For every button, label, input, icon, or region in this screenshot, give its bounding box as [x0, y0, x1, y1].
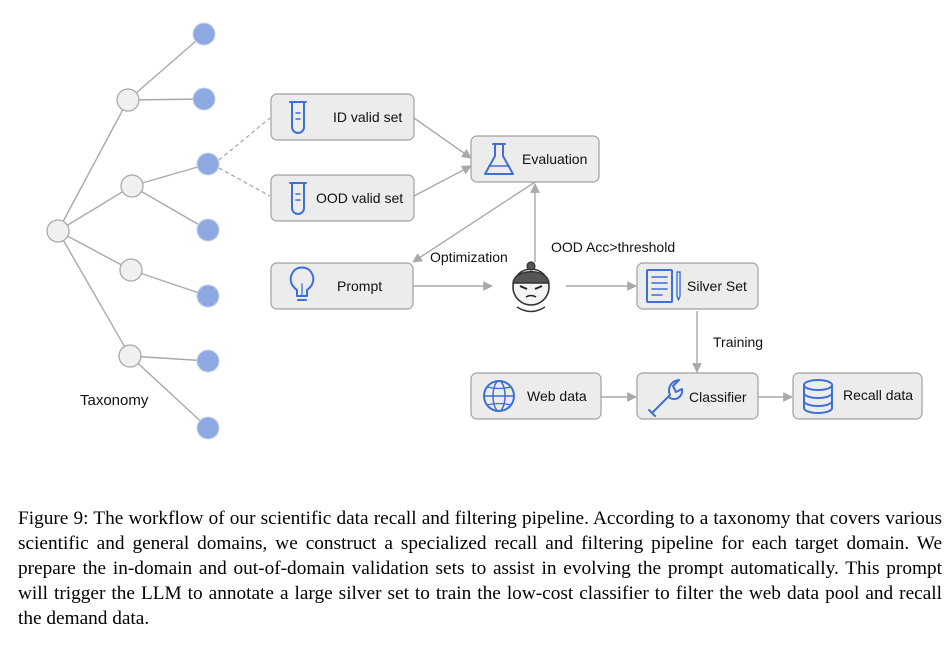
figure-caption: Figure 9: The workflow of our scientific… — [18, 508, 942, 629]
web-data-label: Web data — [527, 388, 587, 404]
dashed-link-ood — [218, 167, 271, 197]
taxonomy-tree: Taxonomy — [46, 22, 220, 440]
wrench-icon — [648, 379, 684, 417]
id-valid-set-label: ID valid set — [333, 109, 402, 125]
classifier-label: Classifier — [689, 389, 747, 405]
document-icon — [646, 269, 681, 303]
id-valid-set-node: ID valid set — [270, 93, 415, 141]
evaluation-label: Evaluation — [522, 151, 587, 167]
lightbulb-icon — [289, 266, 315, 301]
taxonomy-label: Taxonomy — [80, 392, 149, 409]
globe-icon — [483, 380, 515, 412]
training-label: Training — [713, 334, 763, 350]
evaluation-node: Evaluation — [470, 135, 600, 183]
prompt-node: Prompt — [270, 262, 414, 310]
taxonomy-branch-node — [116, 88, 140, 112]
test-tube-icon — [289, 182, 307, 215]
recall-data-node: Recall data — [792, 372, 923, 420]
optimization-label: Optimization — [430, 249, 508, 265]
silver-set-node: Silver Set — [636, 262, 759, 310]
taxonomy-root-node — [46, 219, 70, 243]
silver-set-label: Silver Set — [687, 278, 747, 294]
taxonomy-leaf-node — [196, 349, 220, 373]
taxonomy-branch-node — [118, 344, 142, 368]
classifier-node: Classifier — [636, 372, 759, 420]
llm-agent-face-icon — [512, 261, 550, 313]
flask-icon — [484, 143, 514, 175]
taxonomy-branch-node — [119, 258, 143, 282]
flow-arrows — [412, 117, 793, 402]
taxonomy-leaf-node — [196, 218, 220, 242]
dashed-link-id — [218, 117, 271, 161]
taxonomy-leaf-node — [192, 22, 216, 46]
prompt-label: Prompt — [337, 278, 382, 294]
recall-data-label: Recall data — [843, 387, 913, 403]
ood-valid-set-label: OOD valid set — [316, 190, 403, 206]
database-icon — [803, 379, 833, 414]
taxonomy-leaf-node — [196, 416, 220, 440]
web-data-node: Web data — [470, 372, 602, 420]
workflow-diagram: Taxonomy Optimization OOD Acc>threshold … — [46, 22, 923, 440]
taxonomy-leaf-node — [196, 284, 220, 308]
taxonomy-branch-node — [120, 174, 144, 198]
taxonomy-leaf-node — [192, 87, 216, 111]
ood-valid-set-node: OOD valid set — [270, 174, 415, 222]
test-tube-icon — [289, 101, 307, 134]
ood-threshold-label: OOD Acc>threshold — [551, 239, 675, 255]
taxonomy-leaf-node — [196, 152, 220, 176]
